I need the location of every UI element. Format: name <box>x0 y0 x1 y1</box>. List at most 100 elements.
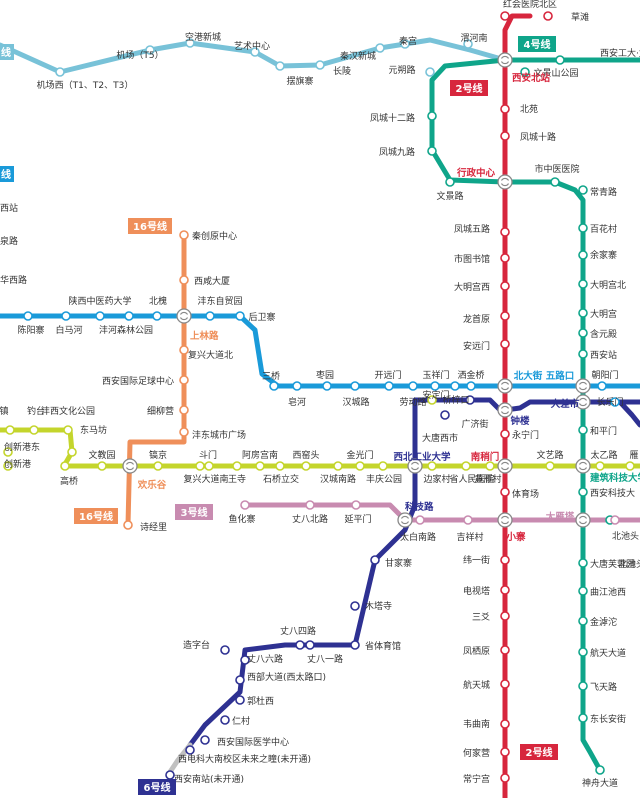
transfer-station-label: 科技路 <box>405 501 434 513</box>
line2-station-marker <box>500 281 510 291</box>
line6-station-marker <box>305 640 315 650</box>
line6-station-marker <box>440 410 450 420</box>
line2-station-label: 凤城五路 <box>454 223 490 235</box>
transfer-station-label: 西北工业大学 <box>393 451 451 463</box>
line4-station-marker <box>550 177 560 187</box>
line16-station-marker <box>179 427 189 437</box>
line2-station-marker <box>500 311 510 321</box>
line5-station-label: 边家村 <box>423 473 450 485</box>
line1-station-marker <box>450 381 460 391</box>
line4-station-marker <box>578 558 588 568</box>
line1-station-marker <box>350 381 360 391</box>
line16_bottom-badge <box>74 508 118 524</box>
line2-station-marker <box>500 555 510 565</box>
transfer-arrows-icon <box>500 515 510 525</box>
line3-station-label: 北池头 <box>618 558 640 570</box>
line6-badge <box>138 779 176 795</box>
line4-station-label: 大唐芙蓉园 <box>590 558 635 570</box>
line5-station-label: 丰庆公园 <box>366 473 402 485</box>
line3-route <box>242 502 640 523</box>
line2-station-marker <box>500 429 510 439</box>
line2-station-label: 凤城十路 <box>520 131 556 143</box>
line4-station-label: 西安站 <box>590 349 617 361</box>
line14-station-marker <box>275 61 285 71</box>
line2-station-marker <box>500 253 510 263</box>
transfer-station-label: 西安北站 <box>512 72 551 84</box>
transfer-station-label: 行政中心 <box>456 167 496 179</box>
line1-station-label: 桥梓口 <box>442 394 469 406</box>
line14-station-label: 机场西（T1、T2、T3） <box>37 79 134 91</box>
line1-station-label: 玉祥门 <box>422 369 449 381</box>
line16-station-marker <box>123 520 133 530</box>
line14-edge-badge <box>0 44 14 60</box>
transfer-icon <box>407 458 423 474</box>
transfer-icon <box>497 378 513 394</box>
line14-station-label: 摆旗寨 <box>286 75 313 87</box>
line16_top-badge-text: 16号线 <box>133 220 167 233</box>
stations <box>3 11 635 783</box>
line3-badge-text: 3号线 <box>181 506 208 519</box>
line6-station-label: 丈八六路 <box>247 653 283 665</box>
line4-station-marker <box>578 713 588 723</box>
line5-station-marker <box>232 461 242 471</box>
transfer-station-label: 欢乐谷 <box>137 479 167 491</box>
line2-station-label: 永宁门 <box>512 429 539 441</box>
line3-station-label: 太白南路 <box>400 531 436 543</box>
line2-station-marker <box>500 585 510 595</box>
line5-station-marker <box>3 461 13 471</box>
line16-station-marker <box>179 345 189 355</box>
line5-station-marker <box>333 461 343 471</box>
line5-station-label: 斗门 <box>199 449 217 461</box>
transfer-icon <box>122 458 138 474</box>
line2-station-marker <box>500 11 510 21</box>
line2-station-label: 航天城 <box>463 679 490 691</box>
line4-station-marker <box>520 67 530 77</box>
line6-station-marker <box>370 555 380 565</box>
line1-station-marker <box>61 311 71 321</box>
line4-station-label: 百花村 <box>590 223 617 235</box>
line5-station-marker <box>275 461 285 471</box>
line16-station-label: 秦创原中心 <box>192 230 237 242</box>
line6-station-label: 西安国际医学中心 <box>217 736 289 748</box>
transfer-icon <box>575 394 591 410</box>
transfer-arrows-icon <box>500 177 510 187</box>
line3-badge <box>175 504 213 520</box>
line1-station-label: 枣园 <box>316 370 334 381</box>
transfer-arrows-icon <box>578 381 588 391</box>
line2-station-label: 草滩 <box>571 11 589 23</box>
line4-station-label: 曲江池西 <box>590 586 626 598</box>
line14-station-label: 机场（T5） <box>116 49 163 61</box>
line1-station-marker <box>205 311 215 321</box>
line5-station-marker <box>5 425 15 435</box>
line2-station-label: 何家营 <box>463 747 490 759</box>
line5-station-label: 省人民医院 <box>449 473 494 485</box>
line5-station-label: 高桥 <box>60 475 78 487</box>
line5-station-label: 钓台 <box>27 405 45 417</box>
line4-station-marker <box>578 185 588 195</box>
line3-station-marker <box>610 515 620 525</box>
transfer-icon <box>497 512 513 528</box>
line2_top-badge <box>450 80 488 96</box>
line14-station-marker <box>185 38 195 48</box>
line6-route-east <box>617 399 640 428</box>
line5-station-marker <box>595 461 605 471</box>
transfer-icon <box>575 378 591 394</box>
line4-station-marker <box>445 177 455 187</box>
edge-station-label: 泉路 <box>0 235 18 247</box>
line16-station-marker <box>179 405 189 415</box>
line6-badge-text: 6号线 <box>144 781 171 794</box>
line6-station-label: 西电科大南校区未来之瞳(未开通) <box>178 753 311 765</box>
line1-station-marker <box>384 381 394 391</box>
line6-station-marker <box>465 395 475 405</box>
line4-station-marker <box>595 765 605 775</box>
line6-station-marker <box>220 715 230 725</box>
line14-station-label: 元朔路 <box>388 64 415 76</box>
line5-station-label: 创新港东 <box>4 441 40 453</box>
line5-station-marker <box>427 461 437 471</box>
line1-station-marker <box>430 381 440 391</box>
line1-station-marker <box>235 311 245 321</box>
transfer-icon <box>176 308 192 324</box>
line6-station-marker <box>350 640 360 650</box>
line5-station-marker <box>301 461 311 471</box>
line4-station-label: 常青路 <box>590 186 617 198</box>
